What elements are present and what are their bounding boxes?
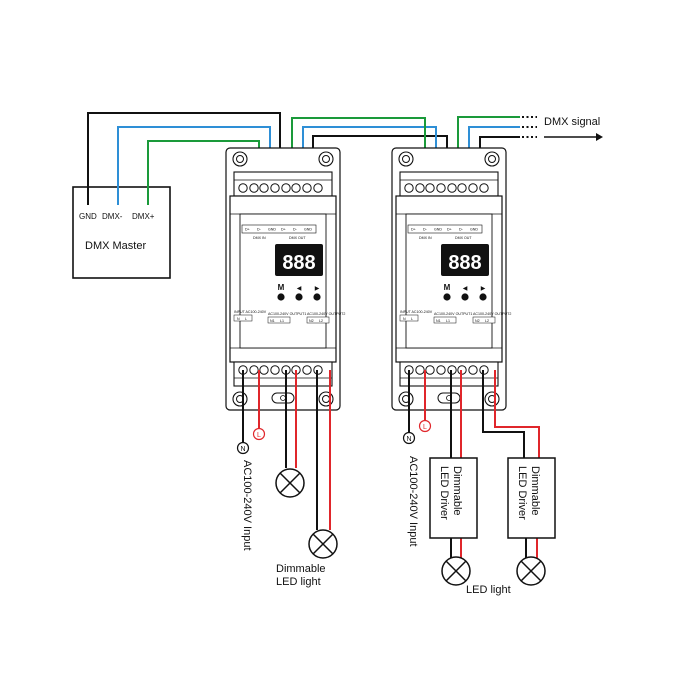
lamp-icon	[275, 468, 305, 498]
controller-2-left-key: ◀	[463, 286, 468, 292]
pin-label: L1	[280, 319, 284, 323]
wire-l-label: L	[257, 432, 261, 439]
master-dmx-plus-label: DMX+	[132, 212, 155, 221]
wire-n-label: N	[240, 446, 245, 453]
controller-1-right-key: ▶	[315, 286, 320, 292]
pin-label: GND	[470, 228, 478, 232]
controller-1-m-key: M	[278, 283, 285, 292]
driver-1-line2: LED Driver	[438, 466, 450, 520]
wire-l-label: L	[423, 424, 427, 431]
pin-label: N1	[436, 319, 441, 323]
controller-1-loads: Dimmable LED light	[275, 468, 338, 588]
controller-1: 888 M ◀ ▶ D+ D- GND D+ D- GND DMX IN DMX…	[225, 147, 345, 411]
dmx-out-label: DMX OUT	[289, 236, 306, 240]
pin-label: D-	[459, 228, 464, 232]
driver-2-line2: LED Driver	[516, 466, 528, 520]
dmx-in-label: DMX IN	[419, 236, 432, 240]
driver-2-line1: Dimmable	[529, 466, 541, 516]
controller-1-output-wiring	[242, 370, 331, 530]
controller-2-loads: LED light	[441, 556, 546, 596]
pin-label: D+	[411, 228, 416, 232]
pin-label: N2	[309, 319, 314, 323]
pin-label: D+	[447, 228, 452, 232]
controller-2-output-wiring	[408, 370, 540, 560]
master-gnd-label: GND	[79, 212, 97, 221]
controller-1-display: 888	[282, 252, 315, 274]
pin-label: N1	[270, 319, 275, 323]
ac-input-label: AC100-240V Input	[241, 460, 253, 551]
pin-label: N2	[475, 319, 480, 323]
pin-label: D+	[245, 228, 250, 232]
dmx-in-label: DMX IN	[253, 236, 266, 240]
controller-1-ac-input: N L AC100-240V Input	[236, 427, 266, 551]
dmx-master: GND DMX- DMX+ DMX Master	[72, 186, 171, 279]
pin-label: L1	[446, 319, 450, 323]
lamp-icon	[308, 529, 338, 559]
pin-label: D+	[281, 228, 286, 232]
pin-label: L	[245, 317, 247, 321]
pin-label: N	[403, 317, 406, 321]
controller-1-left-key: ◀	[297, 286, 302, 292]
dimmable-led-light-line1: Dimmable	[276, 563, 326, 575]
controller-1-dmx-pins: D+ D- GND D+ D- GND DMX IN DMX OUT INPUT…	[234, 228, 345, 324]
lamp-icon	[441, 556, 471, 586]
input-label: INPUT AC100-240V	[234, 310, 267, 314]
driver-1-line1: Dimmable	[451, 466, 463, 516]
output1-label: AC100-240V OUTPUT1	[268, 312, 306, 316]
led-driver-1: Dimmable LED Driver	[429, 457, 478, 539]
pin-label: L2	[319, 319, 323, 323]
led-driver-2: Dimmable LED Driver	[507, 457, 556, 539]
output2-label: AC100-240V OUTPUT2	[473, 312, 511, 316]
pin-label: GND	[434, 228, 442, 232]
input-label: INPUT AC100-240V	[400, 310, 433, 314]
ac-input-label: AC100-240V Input	[407, 456, 419, 547]
dimmable-led-light-line2: LED light	[276, 576, 321, 588]
pin-label: GND	[268, 228, 276, 232]
dmx-out-label: DMX OUT	[455, 236, 472, 240]
pin-label: D-	[423, 228, 428, 232]
led-light-label: LED light	[466, 584, 511, 596]
pin-label: L2	[485, 319, 489, 323]
master-dmx-minus-label: DMX-	[102, 212, 123, 221]
controller-2-ac-input: N L AC100-240V Input	[402, 419, 432, 547]
pin-label: GND	[304, 228, 312, 232]
pin-label: N	[237, 317, 240, 321]
dmx-signal-label: DMX signal	[544, 116, 600, 128]
controller-2-right-key: ▶	[481, 286, 486, 292]
pin-label: D-	[257, 228, 262, 232]
output1-label: AC100-240V OUTPUT1	[434, 312, 472, 316]
lamp-icon	[516, 556, 546, 586]
pin-label: L	[411, 317, 413, 321]
controller-2: 888 M ◀ ▶ D+ D- GND D+ D- GND DMX IN DMX…	[391, 147, 511, 411]
controller-2-display: 888	[448, 252, 481, 274]
dmx-signal: DMX signal	[544, 116, 603, 141]
master-title: DMX Master	[85, 240, 146, 252]
controller-2-dmx-pins: D+ D- GND D+ D- GND DMX IN DMX OUT INPUT…	[400, 228, 511, 324]
output2-label: AC100-240V OUTPUT2	[307, 312, 345, 316]
wire-n-label: N	[406, 436, 411, 443]
pin-label: D-	[293, 228, 298, 232]
controller-2-m-key: M	[444, 283, 451, 292]
